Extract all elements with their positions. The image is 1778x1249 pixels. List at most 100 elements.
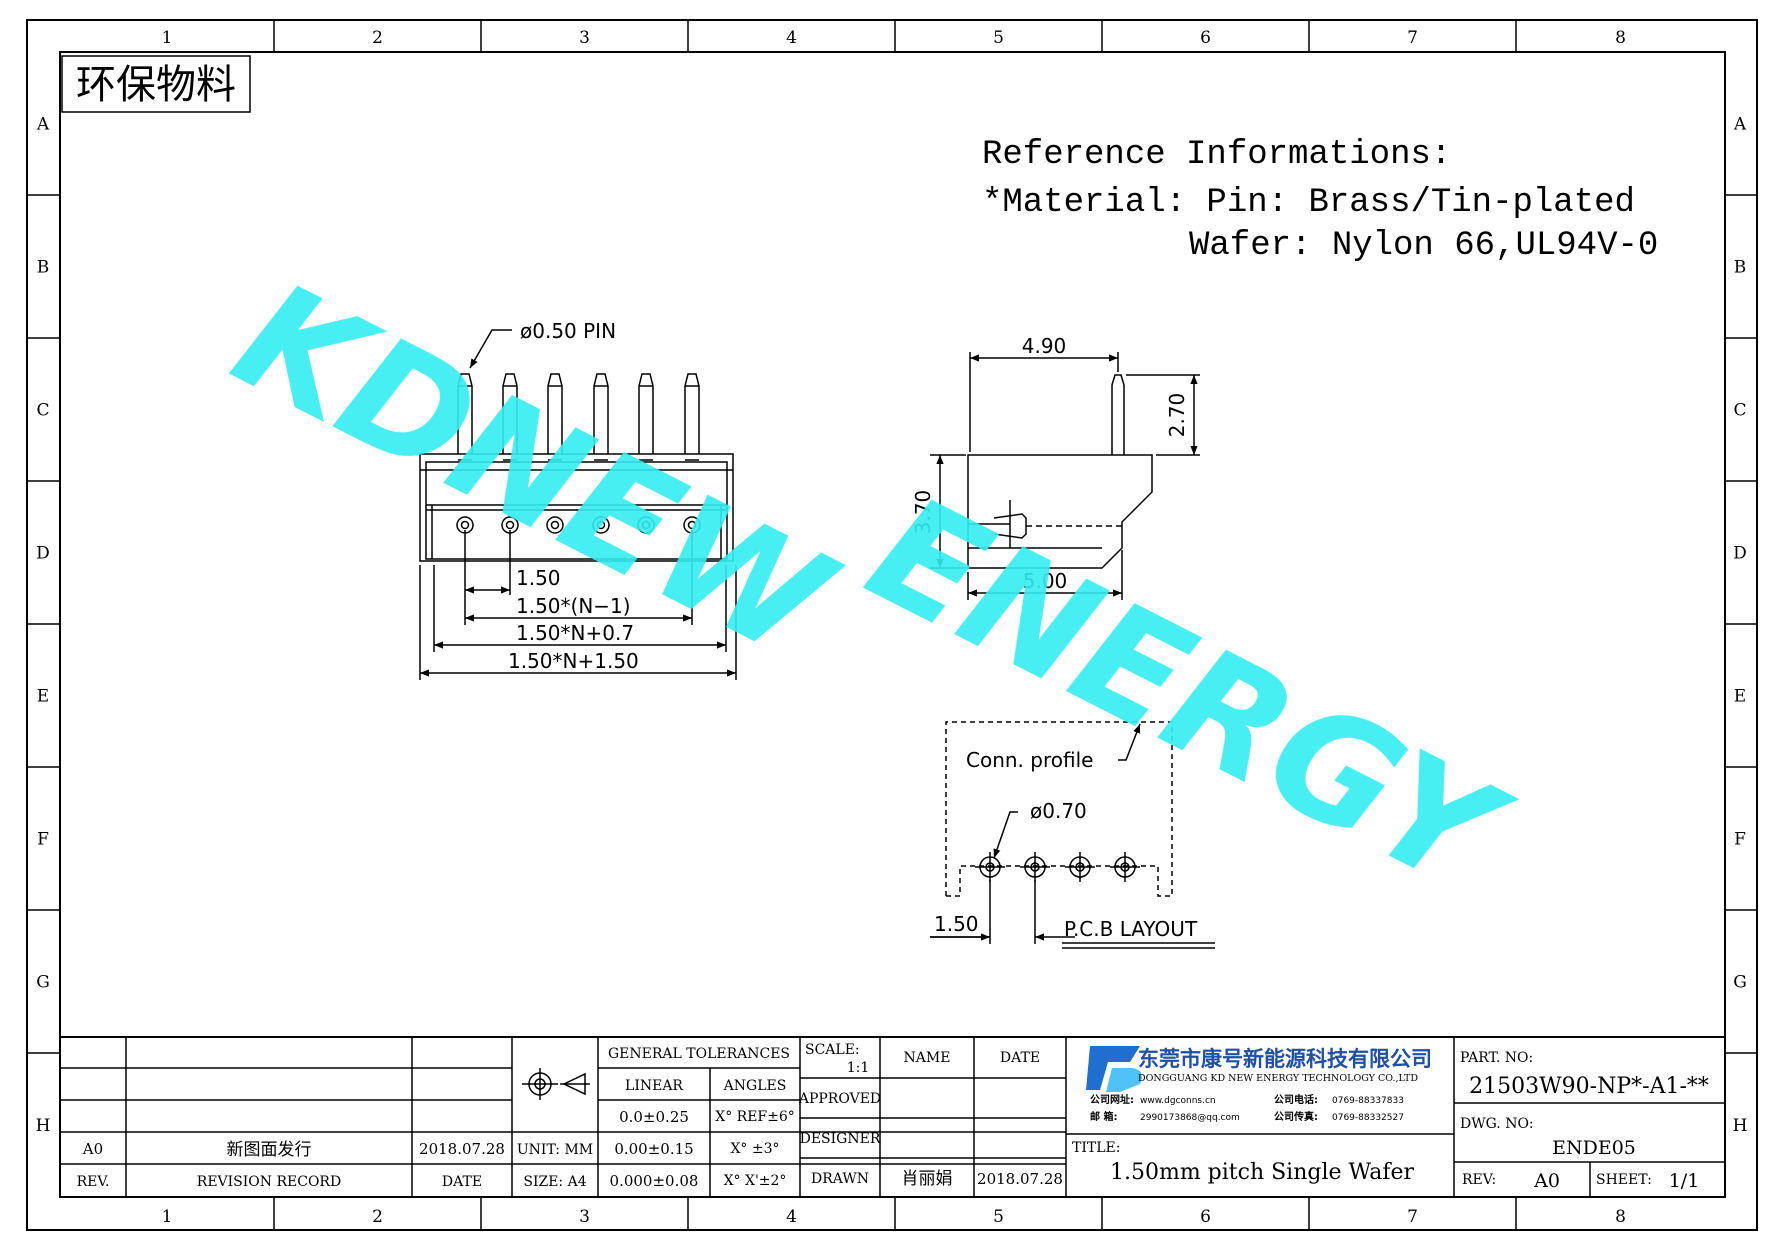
- hole-callout-leader: [993, 811, 1018, 859]
- rev-value: A0: [1533, 1170, 1560, 1192]
- dim-n07-label: 1.50*N+0.7: [516, 621, 634, 645]
- side-view: [930, 352, 1200, 600]
- dim-height-label: 3.70: [911, 490, 935, 535]
- linear-header: LINEAR: [625, 1078, 683, 1094]
- frame-row-letter: E: [37, 687, 49, 707]
- header-rev: REV.: [77, 1174, 110, 1190]
- pin-callout-label: ø0.50 PIN: [520, 319, 616, 343]
- drawn-date: 2018.07.28: [977, 1170, 1063, 1188]
- frame-col-number: 3: [579, 1207, 590, 1227]
- pcb-layout: [930, 721, 1215, 949]
- pcb-pitch-label: 1.50: [934, 912, 979, 936]
- front-view-labels: ø0.50 PIN 1.50 1.50*(N−1) 1.50*N+0.7 1.5…: [508, 319, 639, 673]
- email-label: 邮 箱:: [1090, 1110, 1117, 1123]
- email-value: 2990173868@qq.com: [1140, 1113, 1240, 1123]
- pcb-layout-title: P.C.B LAYOUT: [1064, 917, 1198, 941]
- frame-col-number: 8: [1615, 1207, 1626, 1227]
- reference-heading: Reference Informations:: [982, 136, 1451, 174]
- rev-row-record: 新图面发行: [227, 1140, 312, 1160]
- side-view-labels: 4.90 2.70 3.70 5.00: [911, 334, 1189, 593]
- drawing-title: 1.50mm pitch Single Wafer: [1110, 1160, 1415, 1185]
- fax-label: 公司传真:: [1274, 1110, 1318, 1123]
- conn-profile-outline: [945, 721, 1173, 896]
- frame-row-letter: C: [36, 401, 49, 421]
- watermark-line-2: ENERGY: [844, 463, 1533, 929]
- frame-col-number: 1: [162, 28, 173, 48]
- scale-label: SCALE:: [805, 1042, 860, 1058]
- dim-pin-label: 2.70: [1165, 393, 1189, 438]
- dwg-no-label: DWG. NO:: [1460, 1116, 1534, 1132]
- company-name-cn: 东莞市康号新能源科技有限公司: [1138, 1047, 1432, 1071]
- name-label: NAME: [904, 1050, 951, 1066]
- title-label: TITLE:: [1072, 1140, 1120, 1156]
- size-label: SIZE: A4: [523, 1174, 586, 1190]
- profile-leader: [1118, 723, 1141, 761]
- dwg-no-value: ENDE05: [1552, 1137, 1636, 1159]
- rev-row-rev: A0: [82, 1140, 103, 1158]
- frame-row-letter: G: [36, 973, 50, 993]
- frame-col-number: 8: [1615, 28, 1626, 48]
- watermark: KDNEW ENERGY: [210, 249, 1533, 929]
- dim-pitch-n1-label: 1.50*(N−1): [516, 594, 631, 618]
- frame-col-number: 2: [372, 28, 383, 48]
- sheet-value: 1/1: [1669, 1170, 1700, 1192]
- phone-label: 公司电话:: [1274, 1093, 1318, 1106]
- hole-callout-label: ø0.70: [1030, 799, 1087, 823]
- frame-col-number: 3: [579, 28, 590, 48]
- header-record: REVISION RECORD: [197, 1174, 341, 1190]
- scale-value: 1:1: [847, 1060, 870, 1076]
- frame-col-number: 1: [162, 1207, 173, 1227]
- fax-value: 0769-88332527: [1332, 1113, 1404, 1123]
- connector-pin: [593, 373, 609, 454]
- rev-row-date: 2018.07.28: [419, 1140, 505, 1158]
- eco-material-stamp: 环保物料: [61, 55, 251, 113]
- approved-label: APPROVED: [798, 1091, 881, 1107]
- sheet-label: SHEET:: [1596, 1172, 1652, 1188]
- connector-pin: [502, 373, 518, 454]
- frame-row-letter: F: [1734, 830, 1746, 850]
- frame-row-letter: F: [37, 830, 49, 850]
- drawn-name: 肖丽娟: [902, 1169, 953, 1189]
- linear-tol-2: 0.00±0.15: [614, 1140, 693, 1158]
- angle-tol-3: X° X'±2°: [724, 1173, 787, 1189]
- frame-col-number: 6: [1200, 28, 1211, 48]
- frame-col-number: 7: [1407, 28, 1418, 48]
- header-date: DATE: [442, 1174, 482, 1190]
- frame-row-letter: D: [1733, 544, 1747, 564]
- pin-hole: [546, 516, 564, 534]
- rev-label: REV:: [1462, 1172, 1496, 1188]
- angles-header: ANGLES: [723, 1078, 787, 1094]
- reference-info: Reference Informations: *Material: Pin: …: [982, 136, 1658, 265]
- company-name-en: DONGGUANG KD NEW ENERGY TECHNOLOGY CO.,L…: [1138, 1073, 1418, 1084]
- date-label: DATE: [1000, 1050, 1040, 1066]
- title-block-text: A0 新图面发行 2018.07.28 REV. REVISION RECORD…: [77, 1042, 1709, 1192]
- phone-value: 0769-88337833: [1332, 1096, 1404, 1106]
- frame-row-letter: H: [1733, 1116, 1748, 1136]
- pin-hole: [592, 516, 610, 534]
- web-label: 公司网址:: [1090, 1093, 1134, 1106]
- pin-callout-leader: [469, 329, 512, 369]
- linear-tol-3: 0.000±0.08: [610, 1172, 699, 1190]
- pcb-layout-labels: Conn. profile ø0.70 1.50 P.C.B LAYOUT: [934, 748, 1198, 941]
- frame-row-letter: E: [1734, 687, 1746, 707]
- linear-tol-1: 0.0±0.25: [619, 1108, 689, 1126]
- pin-hole: [637, 516, 655, 534]
- connector-pin: [547, 373, 563, 454]
- stamp-text: 环保物料: [76, 62, 236, 108]
- frame-col-number: 4: [786, 28, 797, 48]
- projection-symbol-icon: [522, 1068, 590, 1100]
- frame-col-number: 4: [786, 1207, 797, 1227]
- side-pin: [1111, 374, 1125, 455]
- part-no-value: 21503W90-NP*-A1-**: [1469, 1074, 1709, 1099]
- unit-label: UNIT: MM: [517, 1142, 593, 1158]
- connector-pin: [457, 373, 473, 454]
- frame-row-letter: C: [1733, 401, 1746, 421]
- angle-tol-2: X° ±3°: [730, 1141, 779, 1157]
- frame-row-letter: B: [1734, 258, 1747, 278]
- web-value: www.dgconns.cn: [1140, 1096, 1216, 1106]
- frame-row-letter: A: [1733, 115, 1747, 135]
- general-tolerances: GENERAL TOLERANCES: [608, 1046, 790, 1062]
- frame-col-number: 2: [372, 1207, 383, 1227]
